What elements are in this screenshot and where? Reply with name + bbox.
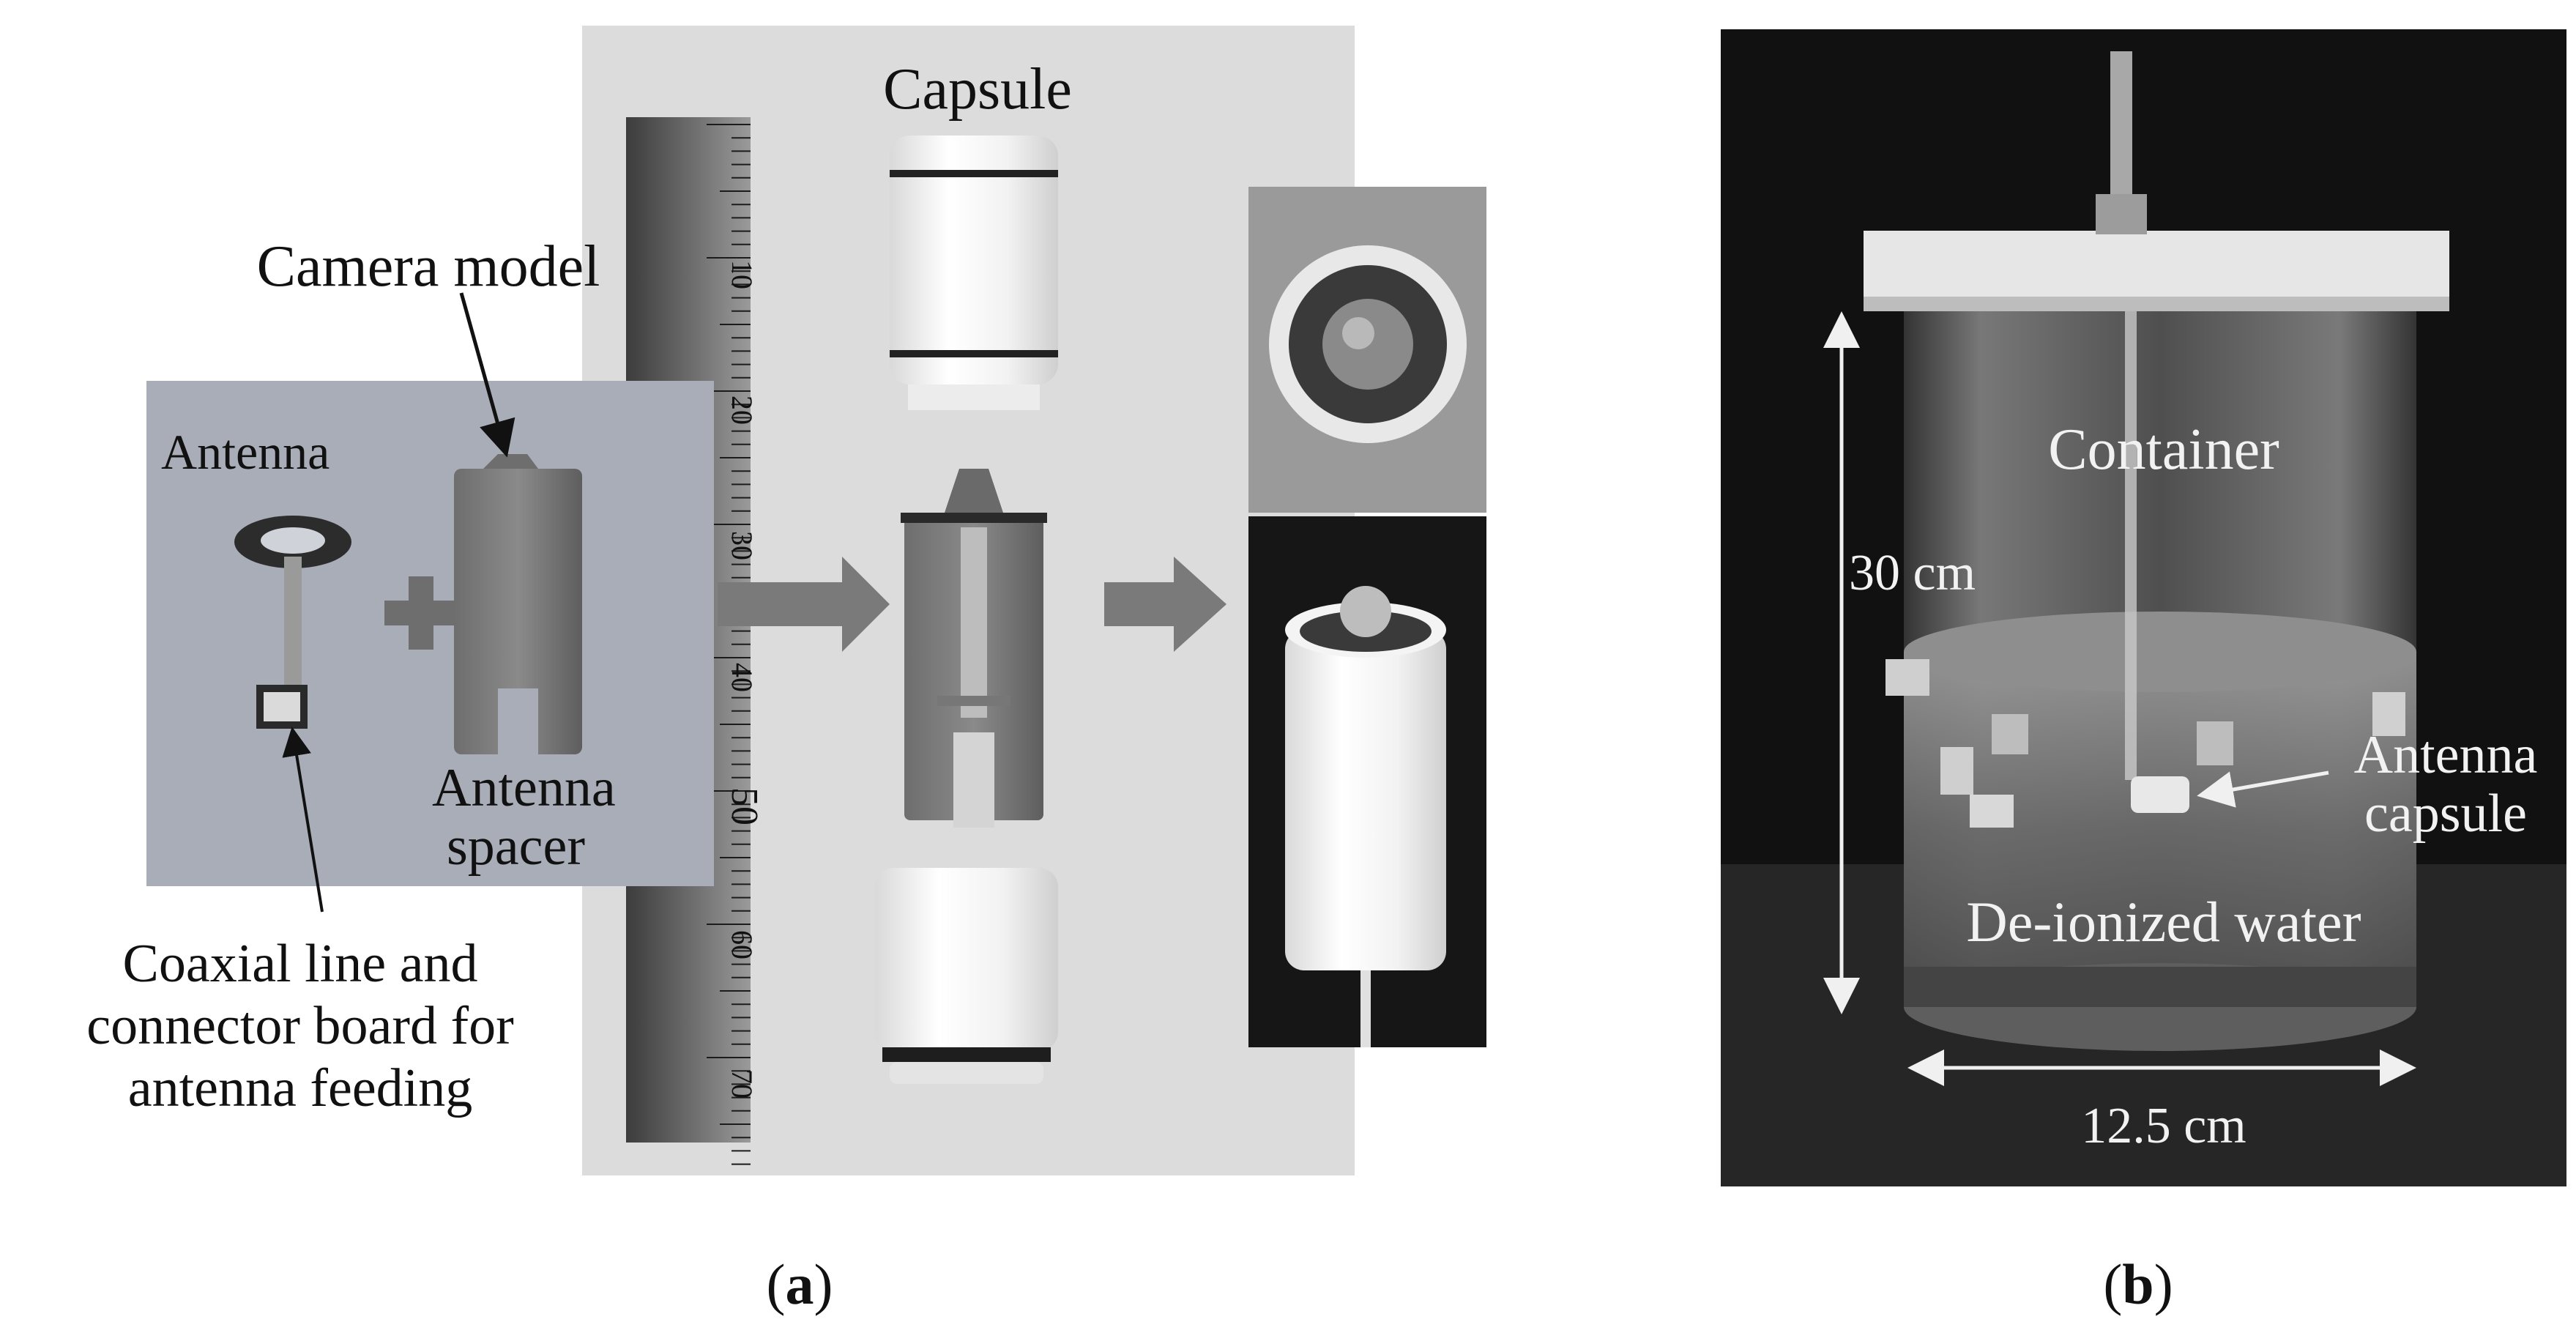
glass-container [1904,286,2416,1051]
ruler-tick-label: 10 [726,260,759,289]
label-antenna-capsule-1: Antenna [2354,725,2538,785]
antenna-capsule [2131,776,2189,813]
antenna-capsule-pointer [2197,770,2329,808]
label-height: 30 cm [1849,545,1976,601]
left-inset-photo [146,381,714,886]
panel-b: Container 30 cm Antenna capsule De-ioniz… [1721,29,2566,1316]
label-antenna-capsule-2: capsule [2364,784,2527,844]
caption-a: (a) [767,1252,833,1316]
ruler-tick-label: 70 [726,1069,759,1099]
ruler-tick-label: 50 [723,787,765,825]
capsule-end-view-photo [1248,187,1486,513]
ruler-minor-ticks [707,124,751,1165]
capsule-assembled-photo [1248,516,1486,1047]
label-width: 12.5 cm [2081,1098,2246,1154]
ruler-tick-label: 60 [726,930,759,959]
label-coax-3: antenna feeding [128,1058,473,1118]
label-camera-model: Camera model [257,234,600,299]
label-antenna: Antenna [161,424,330,480]
label-antenna-spacer-2: spacer [447,817,585,877]
panel-a: 10 20 30 40 50 60 70 [86,26,1486,1316]
label-capsule: Capsule [883,57,1072,122]
ruler-tick-label: 40 [726,663,759,692]
label-container: Container [2048,417,2279,482]
label-antenna-spacer-1: Antenna [432,758,616,818]
label-water: De-ionized water [1966,890,2361,954]
antenna-assembly-photo [901,469,1047,828]
process-arrow-1 [718,557,890,652]
coax-pointer [282,727,324,913]
label-coax-2: connector board for [86,996,514,1056]
capsule-top-photo [890,135,1058,410]
process-arrow-2 [1104,557,1226,652]
ruler-tick-label: 30 [726,531,759,560]
camera-model-pointer [459,292,515,458]
side-fittings [1886,659,2405,828]
caption-b: (b) [2103,1252,2173,1316]
label-coax-1: Coaxial line and [123,934,478,994]
capsule-bottom-photo [875,868,1058,1084]
ruler-tick-label: 20 [726,395,759,425]
